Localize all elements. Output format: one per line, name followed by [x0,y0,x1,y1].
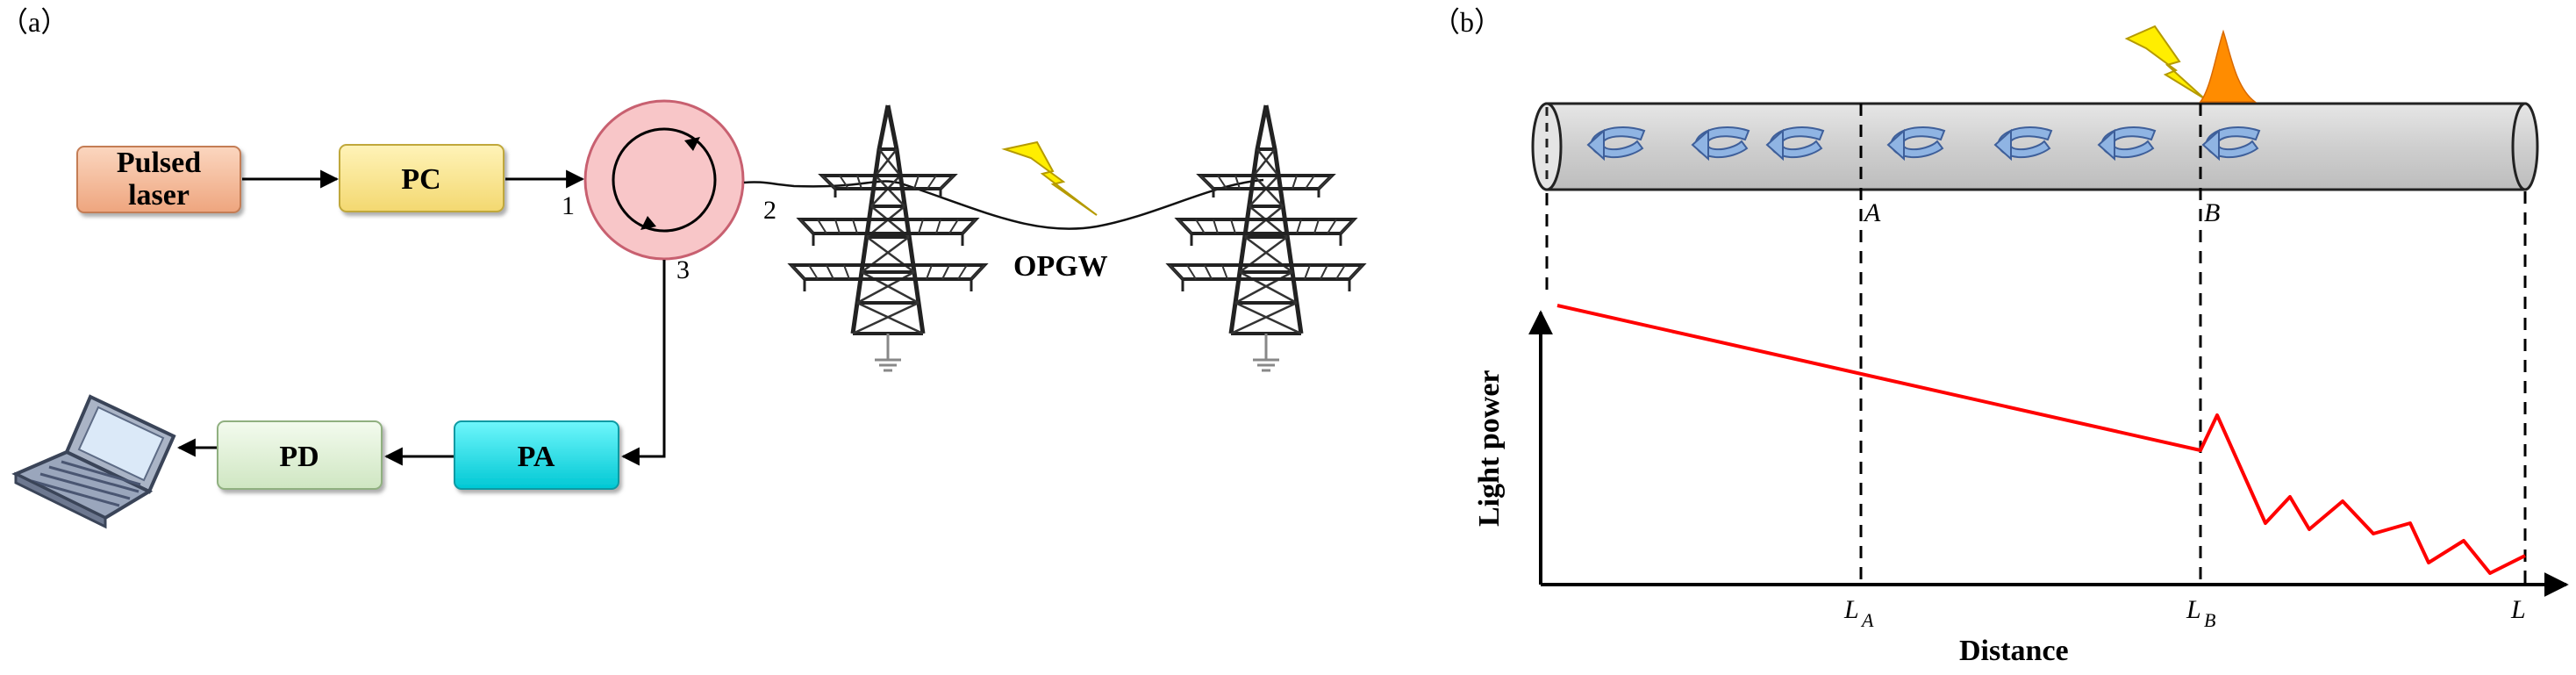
port-3-label: 3 [676,255,690,284]
panel-a: （a） Pulsed laser PC 1 2 3 [0,6,1363,529]
laptop-icon [11,394,176,529]
pc-label: PC [401,163,440,196]
tick-label-la: L A [1843,595,1874,631]
circulator [583,99,745,261]
panel-b-label: （b） [1432,6,1502,38]
opgw-fiber-line [743,178,1264,230]
photo-amplifier-box: PA [454,420,619,490]
pulsed-laser-label-line2: laser [128,179,190,212]
svg-text:L: L [2186,595,2201,624]
otdr-trace-line [1556,304,2526,575]
lightning-strike-icon [2124,25,2205,99]
svg-text:L: L [1843,595,1859,624]
pa-label: PA [518,441,555,473]
y-axis-label: Light power [1473,370,1506,528]
polarization-controller-box: PC [339,144,504,212]
optical-pulse-icon [2199,29,2258,103]
tick-label-l: L [2510,595,2526,624]
transmission-tower-left [791,105,984,370]
pulsed-laser-label-line1: Pulsed [117,147,201,179]
svg-text:B: B [2204,609,2215,631]
panel-a-label: （a） [0,6,68,38]
port-2-label: 2 [763,196,776,225]
point-b-label: B [2204,198,2220,227]
lightning-icon [1001,140,1098,216]
x-axis-label: Distance [1959,635,2069,667]
arrow-circulator-to-pa [620,260,666,466]
panel-b: （b） A B [1432,6,2569,667]
svg-text:A: A [1860,609,1874,631]
chart-axes [1528,310,2569,597]
port-1-label: 1 [562,191,575,220]
opgw-label: OPGW [1013,250,1108,283]
photo-detector-box: PD [217,420,383,490]
point-a-label: A [1863,198,1881,227]
pd-label: PD [279,441,318,473]
transmission-tower-right [1170,105,1363,370]
tick-label-lb: L B [2186,595,2215,631]
pulsed-laser-box: Pulsed laser [76,146,241,213]
